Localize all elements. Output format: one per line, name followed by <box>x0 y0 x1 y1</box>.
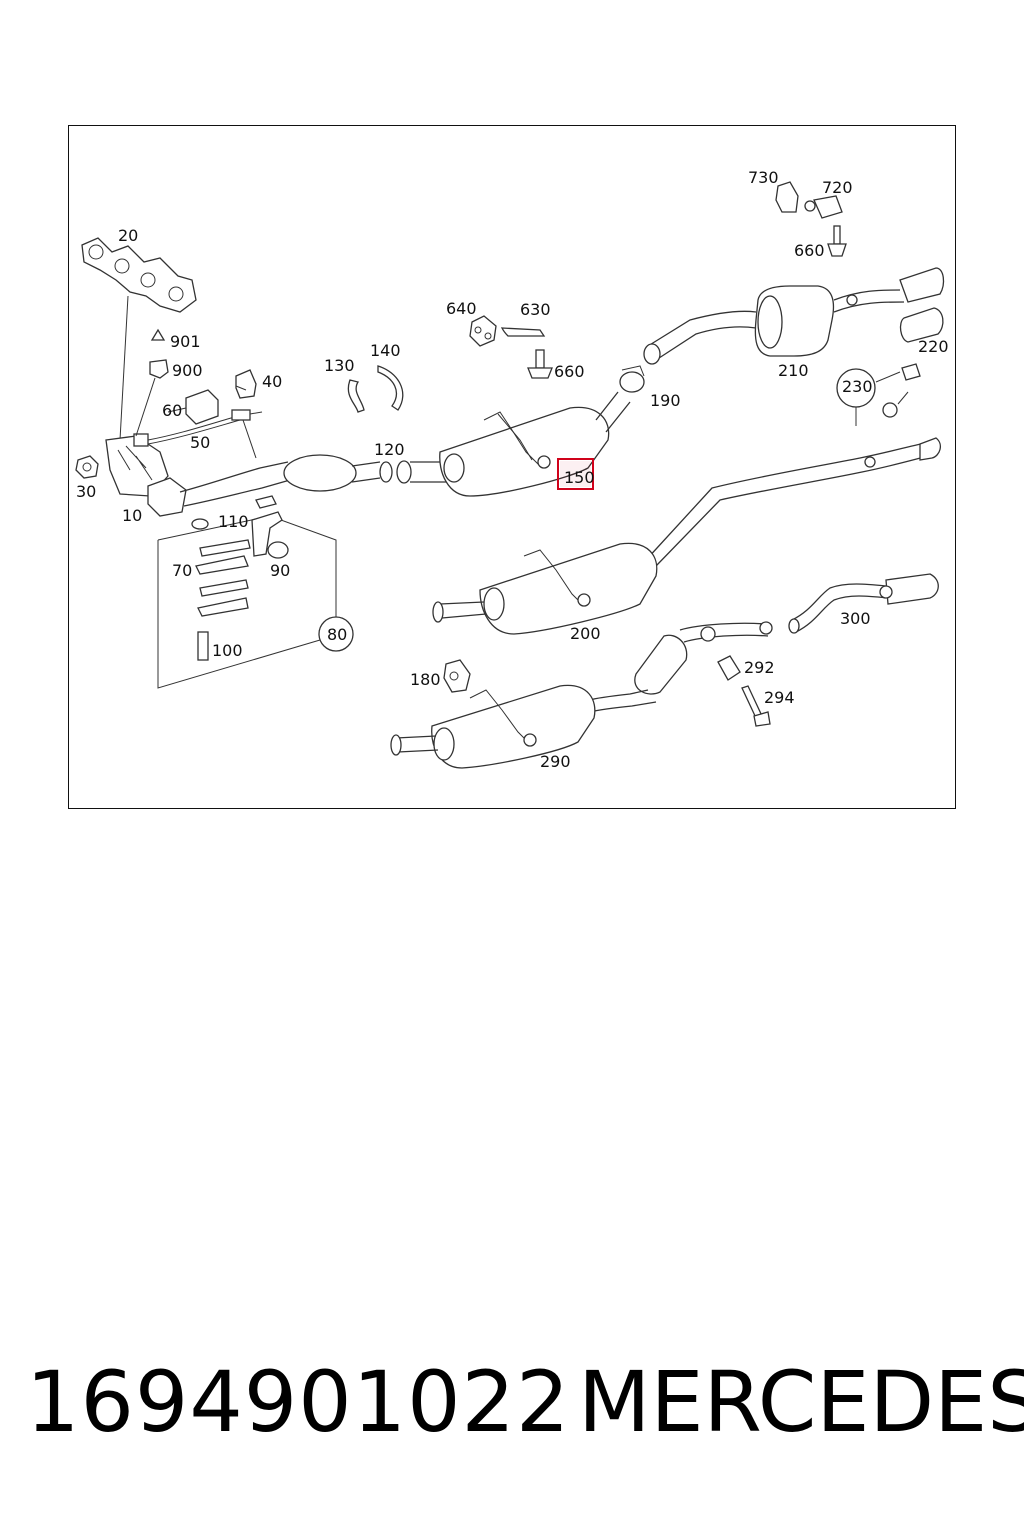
bushing-292 <box>717 655 741 681</box>
label-150: 150 <box>564 468 595 487</box>
muffler-290 <box>390 621 773 769</box>
clamp-140 <box>377 365 404 411</box>
part-number: 1694901022 <box>26 1353 571 1451</box>
muffler-200 <box>432 437 942 635</box>
clamp-130 <box>347 379 365 413</box>
label-640: 640 <box>446 299 477 318</box>
clamp-230 <box>836 363 921 426</box>
label-660-upper-mid: 660 <box>554 362 585 381</box>
label-120: 120 <box>374 440 405 459</box>
label-292: 292 <box>744 658 775 677</box>
label-660-upper-right: 660 <box>794 241 825 260</box>
label-30: 30 <box>76 482 96 501</box>
tailpipe-300 <box>788 573 939 634</box>
label-110: 110 <box>218 512 249 531</box>
cap-901 <box>150 328 166 341</box>
label-40: 40 <box>262 372 282 391</box>
label-720: 720 <box>822 178 853 197</box>
oxygen-sensor-50 <box>133 409 263 459</box>
label-70: 70 <box>172 561 192 580</box>
label-220: 220 <box>918 337 949 356</box>
mount-group-80 <box>157 511 337 689</box>
label-300: 300 <box>840 609 871 628</box>
label-630: 630 <box>520 300 551 319</box>
tailpipe-220 <box>899 307 944 343</box>
bracket-630 <box>500 327 546 337</box>
label-730: 730 <box>748 168 779 187</box>
bolt-660b <box>827 225 847 257</box>
gasket-20 <box>81 237 197 313</box>
label-190: 190 <box>650 391 681 410</box>
label-10: 10 <box>122 506 142 525</box>
nut-30 <box>75 455 99 479</box>
clip-40 <box>235 369 257 399</box>
label-230: 230 <box>842 377 873 396</box>
label-50: 50 <box>190 433 210 452</box>
label-20: 20 <box>118 226 138 245</box>
label-80: 80 <box>327 625 347 644</box>
label-210: 210 <box>778 361 809 380</box>
callout-80 <box>318 616 354 652</box>
label-90: 90 <box>270 561 290 580</box>
label-294: 294 <box>764 688 795 707</box>
label-290: 290 <box>540 752 571 771</box>
hanger-180 <box>443 659 471 693</box>
front-muffler-150 <box>439 391 631 497</box>
hanger-640 <box>469 315 497 347</box>
brand-name: MERCEDES <box>578 1353 1024 1451</box>
label-140: 140 <box>370 341 401 360</box>
label-60: 60 <box>162 401 182 420</box>
bolt-660a <box>527 349 553 379</box>
label-900: 900 <box>172 361 203 380</box>
rear-muffler-210 <box>643 267 945 365</box>
bracket-730 <box>775 181 799 213</box>
label-180: 180 <box>410 670 441 689</box>
label-901: 901 <box>170 332 201 351</box>
isolator-720 <box>804 195 843 219</box>
manifold-10 <box>105 435 187 517</box>
bolt-294 <box>741 685 771 727</box>
label-100: 100 <box>212 641 243 660</box>
clamp-190 <box>619 365 645 393</box>
bracket-900 <box>149 359 169 379</box>
label-130: 130 <box>324 356 355 375</box>
label-200: 200 <box>570 624 601 643</box>
plug-60 <box>185 389 219 425</box>
